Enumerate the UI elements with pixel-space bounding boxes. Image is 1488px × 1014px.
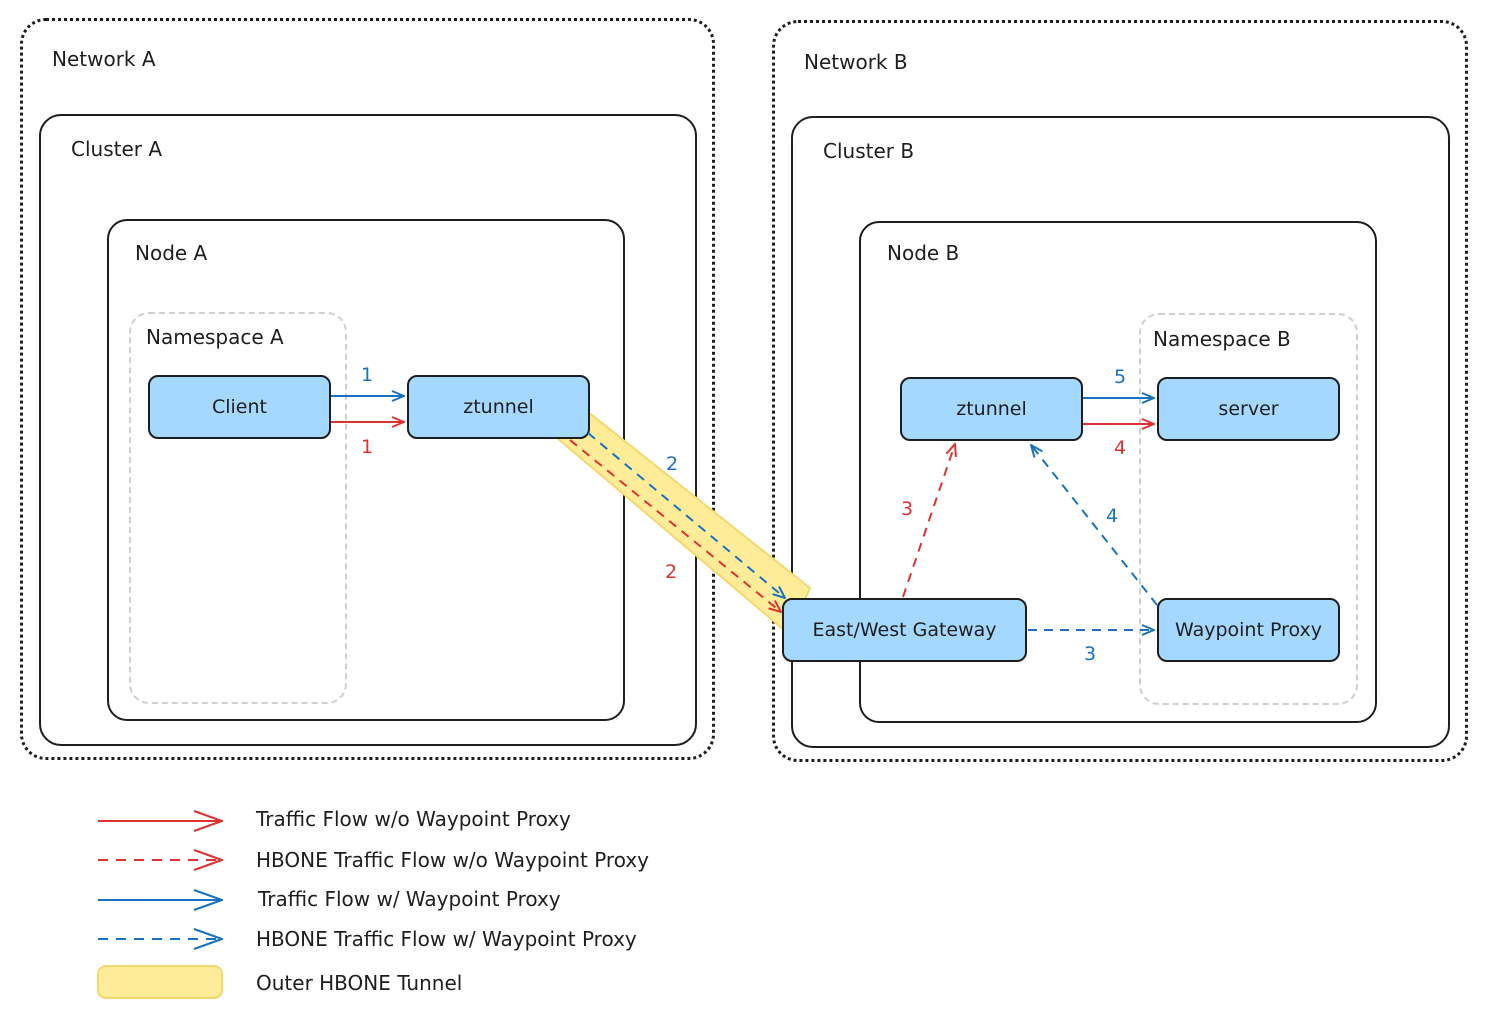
arrow-gateway-to-ztunnel-red	[902, 444, 955, 598]
legend-item-4: Outer HBONE Tunnel	[256, 971, 463, 995]
step-ztunnel-server-red: 4	[1114, 437, 1126, 459]
namespace-b-label: Namespace B	[1153, 327, 1291, 351]
legend-item-0: Traffic Flow w/o Waypoint Proxy	[256, 807, 571, 831]
legend-item-3: HBONE Traffic Flow w/ Waypoint Proxy	[256, 927, 637, 951]
client-label: Client	[211, 396, 267, 418]
east-west-gateway-label: East/West Gateway	[812, 619, 997, 641]
east-west-gateway-box[interactable]: East/West Gateway	[782, 598, 1027, 662]
step-tunnel-red: 2	[665, 561, 677, 583]
ztunnel-b-box[interactable]: ztunnel	[900, 377, 1083, 441]
network-b-label: Network B	[804, 50, 908, 74]
ztunnel-a-box[interactable]: ztunnel	[407, 375, 590, 439]
cluster-a-label: Cluster A	[71, 137, 163, 161]
node-b-label: Node B	[887, 241, 960, 265]
legend-item-1: HBONE Traffic Flow w/o Waypoint Proxy	[256, 848, 649, 872]
arrow-tunnel-blue	[587, 432, 785, 598]
legend-item-2: Traffic Flow w/ Waypoint Proxy	[258, 887, 561, 911]
arrow-tunnel-red	[569, 439, 781, 612]
waypoint-proxy-label: Waypoint Proxy	[1175, 619, 1322, 641]
namespace-a	[129, 312, 347, 704]
step-gateway-waypoint-blue: 3	[1084, 643, 1096, 665]
step-ztunnel-server-blue: 5	[1114, 366, 1126, 388]
legend-tunnel-swatch	[97, 965, 223, 999]
cluster-b	[791, 116, 1450, 748]
network-a	[20, 18, 715, 760]
step-gateway-ztunnel-red: 3	[901, 498, 913, 520]
namespace-b	[1139, 313, 1358, 705]
step-waypoint-ztunnel-blue: 4	[1106, 505, 1118, 527]
client-box[interactable]: Client	[148, 375, 331, 439]
arrow-waypoint-to-ztunnel-blue	[1031, 445, 1158, 606]
namespace-a-label: Namespace A	[146, 325, 284, 349]
waypoint-proxy-box[interactable]: Waypoint Proxy	[1157, 598, 1340, 662]
node-b	[859, 221, 1377, 723]
server-label: server	[1218, 398, 1279, 420]
cluster-b-label: Cluster B	[823, 139, 915, 163]
network-a-label: Network A	[52, 47, 156, 71]
cluster-a	[39, 114, 697, 746]
ztunnel-b-label: ztunnel	[956, 398, 1027, 420]
step-tunnel-blue: 2	[666, 453, 678, 475]
step-client-ztunnel-red: 1	[361, 436, 373, 458]
server-box[interactable]: server	[1157, 377, 1340, 441]
step-client-ztunnel-blue: 1	[361, 364, 373, 386]
node-a-label: Node A	[135, 241, 208, 265]
network-b	[772, 20, 1468, 762]
ztunnel-a-label: ztunnel	[463, 396, 534, 418]
